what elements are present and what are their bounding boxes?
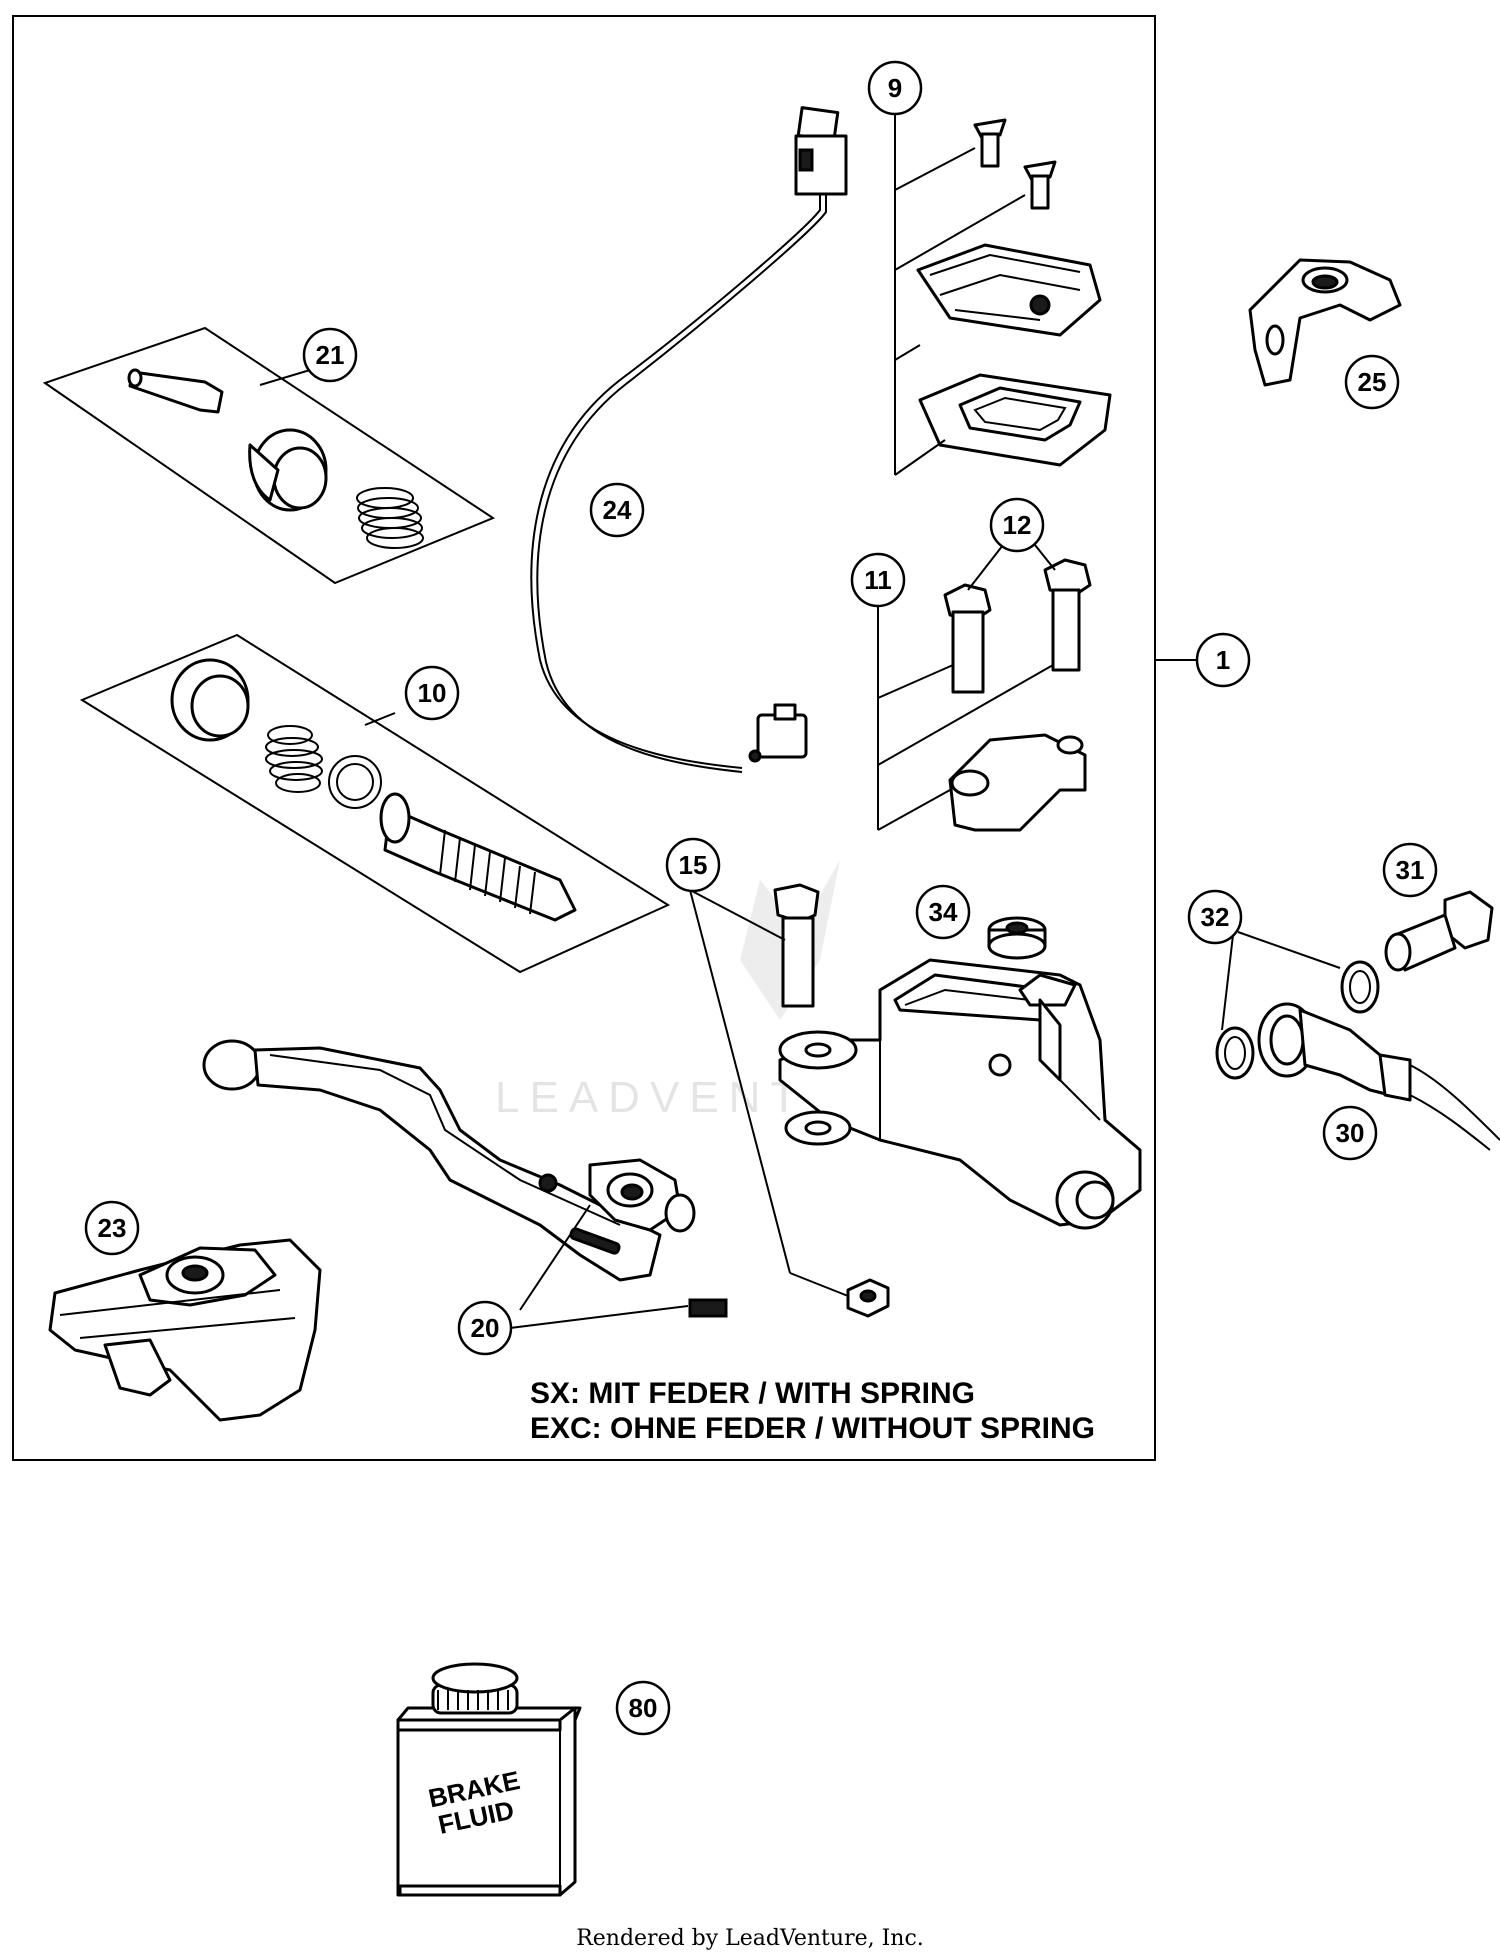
repair-kit-10 — [79, 633, 671, 974]
callout-1-label: 1 — [1216, 645, 1230, 675]
master-cylinder-body — [778, 958, 1142, 1230]
callout-15-label: 15 — [679, 850, 708, 880]
hand-lever-20 — [202, 1039, 696, 1282]
callout-15: 15 — [665, 837, 721, 893]
callout-9-label: 9 — [888, 73, 902, 103]
clamp-with-bolts — [943, 558, 1092, 832]
callout-80: 80 — [615, 1680, 671, 1736]
callout-32-label: 32 — [1201, 902, 1230, 932]
callout-30: 30 — [1322, 1105, 1378, 1161]
footer-credit: Rendered by LeadVenture, Inc. — [576, 1926, 924, 1951]
callout-9: 9 — [867, 60, 923, 116]
note-line-2: EXC: OHNE FEDER / WITHOUT SPRING — [530, 1412, 1095, 1445]
callout-20: 20 — [457, 1300, 513, 1356]
lever-guard-23 — [48, 1238, 322, 1422]
spring-icon — [356, 487, 424, 549]
callout-12: 12 — [989, 497, 1045, 553]
callout-21-label: 21 — [316, 340, 345, 370]
callout-1: 1 — [1195, 632, 1251, 688]
repair-kit-21 — [42, 326, 496, 585]
callout-24-label: 24 — [603, 495, 632, 525]
assembly-frame — [12, 15, 1156, 1461]
callout-25-label: 25 — [1358, 367, 1387, 397]
callout-31: 31 — [1382, 842, 1438, 898]
callout-25: 25 — [1344, 354, 1400, 410]
callout-24: 24 — [589, 482, 645, 538]
brake-hose-assembly — [1215, 890, 1500, 1151]
reservoir-cap-34 — [987, 916, 1047, 960]
small-insert — [688, 1298, 728, 1318]
pivot-bolt-and-nut — [773, 883, 890, 1318]
leader-lines — [259, 108, 1341, 1329]
callout-34-label: 34 — [929, 897, 958, 927]
callout-34: 34 — [915, 884, 971, 940]
callout-32: 32 — [1187, 889, 1243, 945]
callout-10-label: 10 — [418, 678, 447, 708]
callout-11: 11 — [850, 552, 906, 608]
callout-23-label: 23 — [98, 1213, 127, 1243]
callout-20-label: 20 — [471, 1313, 500, 1343]
callout-21: 21 — [302, 327, 358, 383]
callout-23: 23 — [84, 1200, 140, 1256]
callout-10: 10 — [404, 665, 460, 721]
callout-12-label: 12 — [1003, 510, 1032, 540]
callout-30-label: 30 — [1336, 1118, 1365, 1148]
callout-31-label: 31 — [1396, 855, 1425, 885]
brake-switch-cable — [530, 106, 848, 773]
handlebar-clamp-25 — [1248, 258, 1402, 387]
brake-fluid-can: BRAKE FLUID — [396, 1662, 582, 1897]
note-line-1: SX: MIT FEDER / WITH SPRING — [530, 1377, 975, 1410]
reservoir-cover-set — [916, 118, 1112, 467]
callout-11-label: 11 — [864, 565, 892, 595]
callout-80-label: 80 — [629, 1693, 658, 1723]
